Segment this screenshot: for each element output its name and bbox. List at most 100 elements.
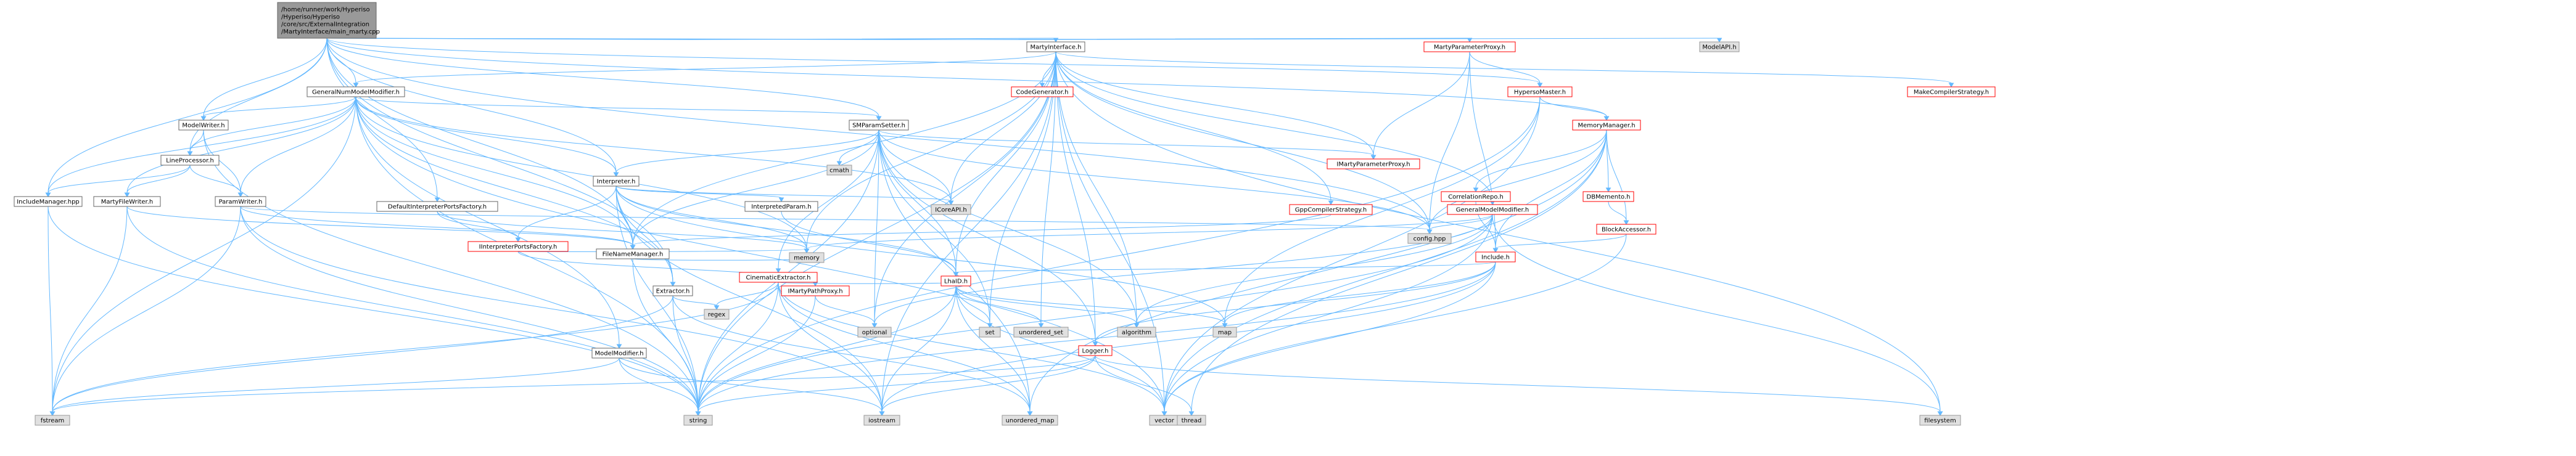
edge-model-modifier-to-fstream <box>49 357 620 416</box>
edge-smparam-setter-to-set <box>878 129 993 328</box>
node-extractor[interactable]: Extractor.h <box>652 285 693 296</box>
node-box <box>215 196 266 207</box>
node-box <box>1327 158 1420 169</box>
node-optional: optional <box>857 327 892 338</box>
node-box <box>979 327 1001 338</box>
edge-interpreter-to-interpreter-ports-factory <box>515 185 617 242</box>
node-box <box>1013 327 1069 338</box>
node-interpreted-param[interactable]: InterpretedParam.h <box>744 201 818 212</box>
node-general-num-model-modifier[interactable]: GeneralNumModelModifier.h <box>307 86 405 97</box>
node-box <box>467 241 569 252</box>
node-icore-api: ICoreAPI.h <box>931 204 971 215</box>
node-default-interpreter-ports-factory[interactable]: DefaultInterpreterPortsFactory.h <box>376 201 498 212</box>
node-gpp-compiler-strategy[interactable]: GppCompilerStrategy.h <box>1289 204 1373 215</box>
edge-memory-manager-to-correlation-repo <box>1473 129 1607 192</box>
edge-smparam-setter-to-imarty-parameter-proxy <box>878 129 1376 160</box>
node-box <box>178 120 229 131</box>
edge-interpreter-to-extractor <box>615 185 676 287</box>
node-hyperso-master[interactable]: HypersoMaster.h <box>1507 86 1573 97</box>
node-include[interactable]: Include.h <box>1475 251 1516 263</box>
edge-smparam-setter-to-config-hpp <box>878 129 1433 234</box>
node-code-generator[interactable]: CodeGenerator.h <box>1011 86 1074 97</box>
node-model-writer[interactable]: ModelWriter.h <box>178 120 229 131</box>
node-label: filesystem <box>1924 418 1956 425</box>
edge-general-model-modifier-to-filesystem <box>1492 214 1943 416</box>
edge-general-num-model-modifier-to-param-writer <box>237 96 356 197</box>
node-box <box>35 415 70 426</box>
node-logger[interactable]: Logger.h <box>1078 345 1113 356</box>
node-model-modifier[interactable]: ModelModifier.h <box>591 348 647 359</box>
node-include-manager[interactable]: IncludeManager.hpp <box>14 196 83 207</box>
node-memory-manager[interactable]: MemoryManager.h <box>1572 120 1641 131</box>
edge-block-accessor-to-include <box>1492 234 1627 253</box>
node-marty-parameter-proxy[interactable]: MartyParameterProxy.h <box>1423 41 1516 52</box>
node-imarty-parameter-proxy[interactable]: IMartyParameterProxy.h <box>1327 158 1420 169</box>
node-box <box>307 86 405 97</box>
node-box <box>1572 120 1641 131</box>
node-unordered-set: unordered_set <box>1013 327 1069 338</box>
node-label: GeneralModelModifier.h <box>1456 207 1529 214</box>
node-marty-file-writer[interactable]: MartyFileWriter.h <box>93 196 161 207</box>
edge-interpreted-param-to-lha-id <box>781 211 959 277</box>
node-box <box>1582 191 1634 202</box>
node-iostream: iostream <box>863 415 900 426</box>
node-cinematic-extractor[interactable]: CinematicExtractor.h <box>739 272 818 283</box>
node-param-writer[interactable]: ParamWriter.h <box>215 196 266 207</box>
edge-root-to-default-interpreter-ports-factory <box>326 38 440 202</box>
node-box <box>1447 204 1538 215</box>
edge-marty-interface-to-gpp-compiler-strategy <box>1055 51 1334 205</box>
node-box <box>826 165 852 176</box>
edge-memory-manager-to-block-accessor <box>1606 129 1629 225</box>
node-marty-interface[interactable]: MartyInterface.h <box>1026 41 1085 52</box>
edge-include-to-map <box>1222 261 1496 328</box>
node-box <box>1596 224 1656 235</box>
node-smparam-setter[interactable]: SMParamSetter.h <box>849 120 909 131</box>
node-root[interactable]: /home/runner/work/Hyperiso/Hyperiso/Hype… <box>277 2 380 39</box>
node-label: string <box>689 418 707 425</box>
edge-interpreter-to-iostream <box>615 185 885 416</box>
node-box <box>1423 41 1516 52</box>
node-interpreter-ports-factory[interactable]: IInterpreterPortsFactory.h <box>467 241 569 252</box>
edge-model-writer-to-string <box>203 129 701 416</box>
node-algorithm: algorithm <box>1117 327 1156 338</box>
edge-general-num-model-modifier-to-model-writer <box>200 96 356 121</box>
node-box <box>1441 191 1511 202</box>
node-label: regex <box>708 312 725 319</box>
edge-logger-to-fstream <box>49 355 1096 416</box>
edge-extractor-to-regex <box>672 295 720 310</box>
node-unordered-map: unordered_map <box>1002 415 1058 426</box>
node-block-accessor[interactable]: BlockAccessor.h <box>1596 224 1656 235</box>
node-file-name-manager[interactable]: FileNameManager.h <box>596 248 670 259</box>
node-make-compiler-strategy[interactable]: MakeCompilerStrategy.h <box>1907 86 1996 97</box>
node-box <box>781 285 850 296</box>
node-label: MartyParameterProxy.h <box>1434 44 1505 51</box>
node-label: unordered_map <box>1006 418 1055 425</box>
node-set: set <box>979 327 1001 338</box>
node-dbmemento[interactable]: DBMemento.h <box>1582 191 1634 202</box>
node-thread: thread <box>1177 415 1206 426</box>
edge-lha-id-to-unordered-map <box>955 285 1033 416</box>
node-correlation-repo[interactable]: CorrelationRepo.h <box>1441 191 1511 202</box>
edge-interpreter-to-icore-api <box>615 185 954 205</box>
node-label: ParamWriter.h <box>219 199 263 206</box>
edge-hyperso-master-to-memory-manager <box>1539 96 1610 121</box>
node-box <box>739 272 818 283</box>
node-filesystem: filesystem <box>1919 415 1961 426</box>
edge-file-name-manager-to-memory <box>632 258 810 263</box>
edge-general-num-model-modifier-to-model-modifier <box>355 96 622 349</box>
node-lha-id[interactable]: LhaID.h <box>940 275 971 287</box>
node-interpreter[interactable]: Interpreter.h <box>593 176 640 187</box>
node-imarty-path-proxy[interactable]: IMartyPathProxy.h <box>781 285 850 296</box>
edge-root-to-model-api <box>326 38 1722 43</box>
edge-smparam-setter-to-interpreter <box>613 129 879 177</box>
node-cmath: cmath <box>826 165 852 176</box>
edge-cinematic-extractor-to-regex <box>714 282 779 310</box>
edge-param-writer-to-iostream <box>240 206 885 416</box>
node-line-processor[interactable]: LineProcessor.h <box>160 155 220 166</box>
edge-general-num-model-modifier-to-smparam-setter <box>355 96 882 121</box>
edge-marty-interface-to-lha-id <box>953 51 1056 277</box>
node-label: map <box>1218 330 1232 336</box>
edge-marty-interface-to-filesystem <box>1055 51 1943 416</box>
node-general-model-modifier[interactable]: GeneralModelModifier.h <box>1447 204 1538 215</box>
edge-general-num-model-modifier-to-interpreter <box>355 96 619 177</box>
